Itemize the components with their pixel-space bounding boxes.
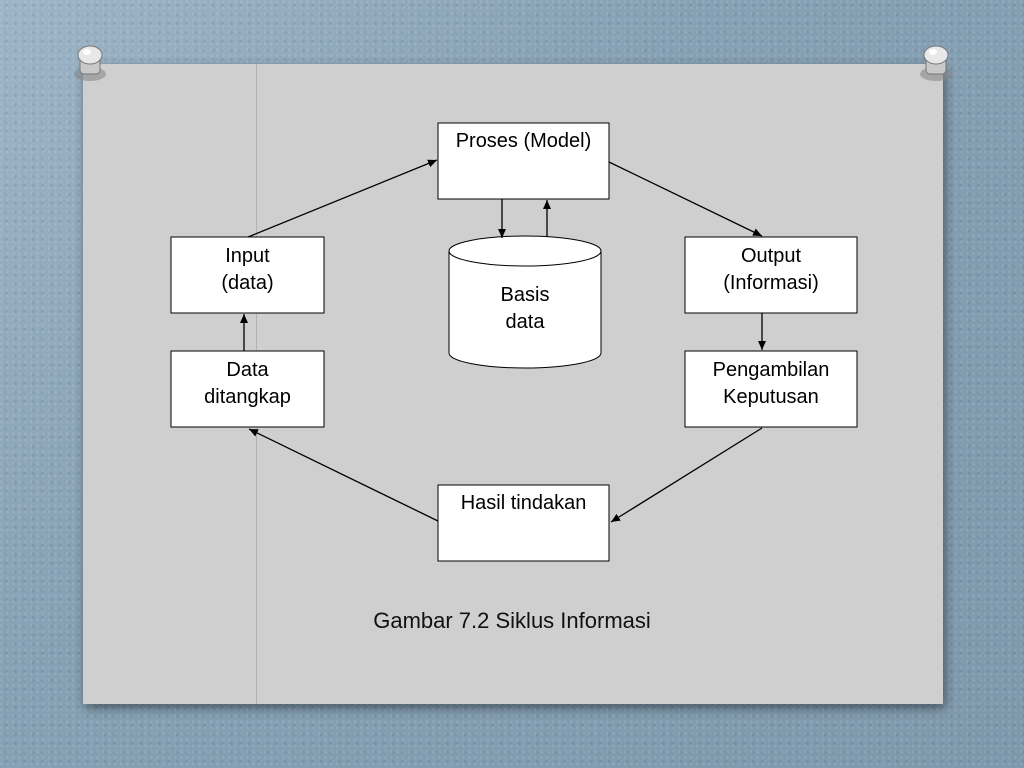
figure-caption: Gambar 7.2 Siklus Informasi (373, 608, 651, 633)
input-text-line2: (data) (221, 272, 274, 294)
hasil-tindakan-box (437, 484, 610, 562)
output-label: Output (Informasi) (685, 243, 857, 297)
input-text-line1: Input (225, 245, 270, 267)
pengambilan-text-line1: Pengambilan (712, 359, 830, 381)
basis-text-line2: data (505, 311, 545, 333)
pengambilan-text-line2: Keputusan (723, 386, 819, 408)
arrow-pengambilan-to-hasil (610, 427, 763, 523)
data-text-line2: ditangkap (204, 386, 291, 408)
basis-label: Basis data (449, 282, 601, 336)
output-text-line1: Output (740, 245, 802, 267)
arrow-hasil-to-data (248, 428, 439, 522)
data-text-line1: Data (226, 359, 269, 381)
arrow-proses-to-output (608, 161, 763, 237)
data-ditangkap-box (170, 350, 325, 428)
proses-text: Proses (Model) (455, 130, 592, 152)
hasil-text: Hasil tindakan (460, 492, 587, 514)
output-box (684, 236, 858, 314)
proses-label: Proses (Model) (438, 128, 609, 155)
input-label: Input (data) (171, 243, 324, 297)
pin-icon (74, 45, 106, 81)
output-text-line2: (Informasi) (723, 272, 819, 294)
pengambilan-keputusan-box (684, 350, 858, 428)
data-ditangkap-label: Data ditangkap (171, 357, 324, 411)
pengambilan-keputusan-label: Pengambilan Keputusan (685, 357, 857, 411)
database-cylinder (448, 235, 602, 369)
arrow-input-to-proses (247, 159, 438, 238)
basis-text-line1: Basis (500, 284, 550, 306)
pin-icon (920, 45, 952, 81)
proses-box (437, 122, 610, 200)
input-box (170, 236, 325, 314)
hasil-tindakan-label: Hasil tindakan (438, 490, 609, 517)
